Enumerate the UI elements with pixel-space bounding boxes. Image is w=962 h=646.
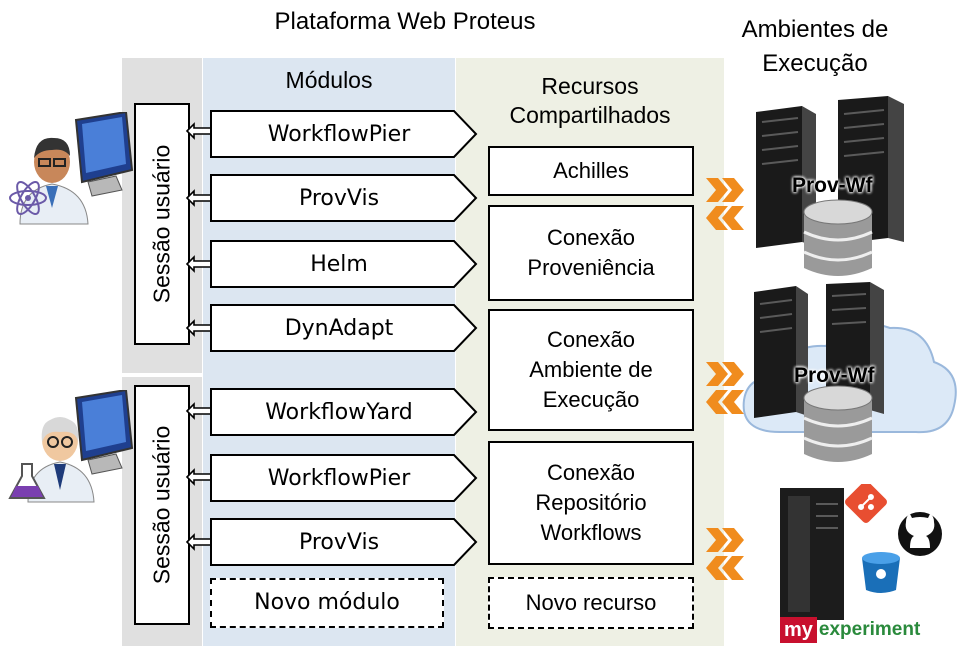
environment-2-label: Prov-Wf [794,364,875,387]
module-label: WorkflowYard [265,399,413,425]
resources-header-line1: Recursos [541,73,639,99]
user-session-1-label: Sessão usuário [148,144,175,304]
resource-line: Achilles [553,158,629,183]
resource-achilles: Achilles [488,146,694,196]
left-chevrons-icon [706,206,744,230]
exchange-arrows [706,178,744,580]
platform-title: Plataforma Web Proteus [274,8,536,35]
module-helm: Helm [210,240,478,288]
resource-execution-env-connection: Conexão Ambiente de Execução [488,309,694,431]
resource-provenance-connection: Conexão Proveniência [488,205,694,301]
myexperiment-my: my [780,617,817,643]
resource-line: Conexão [546,225,636,250]
module-workflowpier: WorkflowPier [210,110,478,158]
left-chevrons-icon [706,390,744,414]
module-label: ProvVis [298,529,380,555]
new-module-label: Novo módulo [254,590,400,615]
left-chevrons-icon [706,556,744,580]
module-provvis-2: ProvVis [210,518,478,566]
user-session-2-label: Sessão usuário [148,425,175,585]
repository-tower-icon [780,484,942,620]
resource-line: Ambiente de [529,357,653,382]
module-label: ProvVis [298,185,380,211]
resource-line: Conexão [546,460,636,485]
environments-title-line1: Ambientes de [741,16,889,43]
user-session-2: Sessão usuário [134,385,190,625]
session-group-separator [122,373,202,377]
environments-title-line2: Execução [762,50,868,77]
github-icon [898,512,942,556]
scientist-user-icon [9,112,134,225]
new-module-box: Novo módulo [210,578,444,628]
new-resource-box: Novo recurso [488,577,694,629]
git-icon [845,484,887,523]
resource-line: Execução [542,387,640,412]
user-session-1: Sessão usuário [134,103,190,345]
new-resource-label: Novo recurso [525,590,657,615]
modules-header: Módulos [285,67,373,93]
chemist-user-icon [8,390,134,503]
module-dynadapt: DynAdapt [210,304,478,352]
myexperiment-logo: my experiment [780,616,920,644]
environment-1-label: Prov-Wf [792,174,873,197]
right-chevrons-icon [706,362,744,386]
module-workflowyard: WorkflowYard [210,388,478,436]
resource-line: Repositório [535,490,647,515]
cloud-server-database-icon [742,282,957,462]
resource-line: Conexão [546,327,636,352]
module-label: DynAdapt [284,315,394,341]
right-chevrons-icon [706,528,744,552]
bitbucket-icon [862,552,900,593]
module-label: WorkflowPier [267,121,411,147]
right-chevrons-icon [706,178,744,202]
module-workflowpier-2: WorkflowPier [210,454,478,502]
server-database-icon [756,96,904,276]
resource-line: Workflows [540,520,642,545]
resource-line: Proveniência [527,255,655,280]
module-label: WorkflowPier [267,465,411,491]
resources-header-line2: Compartilhados [509,102,671,128]
module-provvis: ProvVis [210,174,478,222]
module-label: Helm [310,251,368,277]
myexperiment-rest: experiment [818,619,921,640]
resource-workflow-repo-connection: Conexão Repositório Workflows [488,441,694,565]
